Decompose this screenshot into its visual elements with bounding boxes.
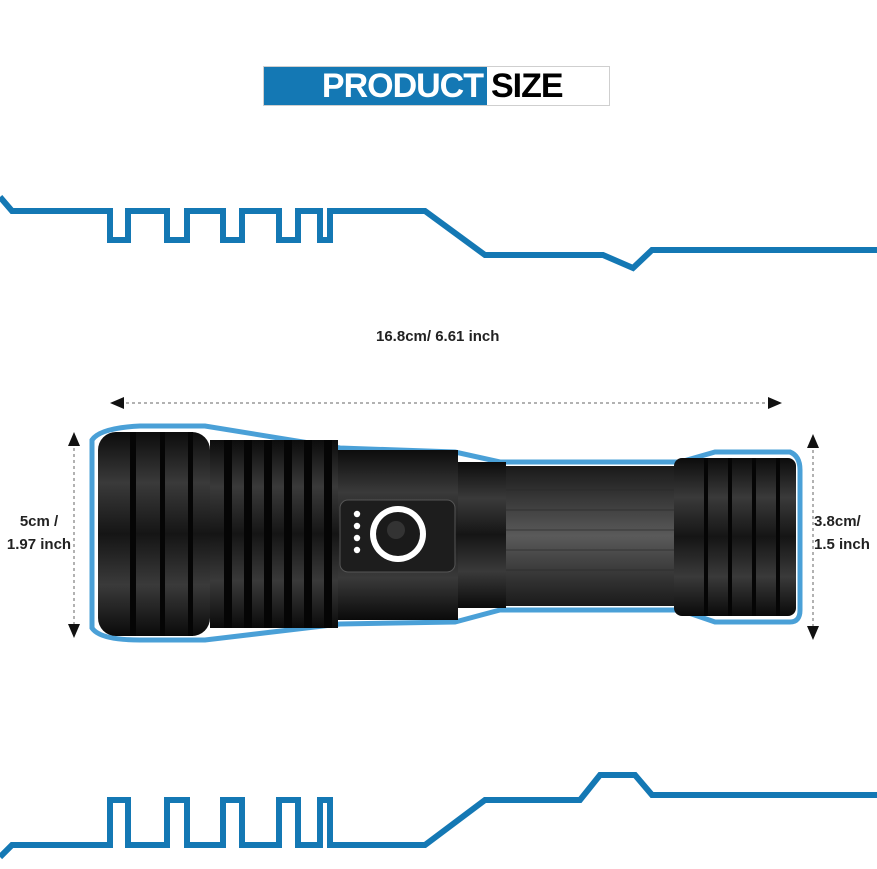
tail-diameter-line1: 3.8cm/	[814, 513, 861, 530]
tail-arrow-bottom-head	[807, 626, 819, 640]
product-size-banner: PRODUCT SIZE	[263, 66, 610, 106]
head-arrow-top-head	[68, 432, 80, 446]
length-arrow-right-head	[768, 397, 782, 409]
battery-indicator-dots	[353, 510, 361, 554]
banner-title-highlight: PRODUCT	[264, 67, 487, 105]
flashlight-head	[98, 432, 210, 636]
bottom-outline-line	[0, 772, 877, 860]
length-text: 16.8cm/ 6.61 inch	[376, 328, 500, 345]
head-diameter-label: 5cm / 1.97 inch	[4, 510, 74, 556]
head-diameter-line2: 1.97 inch	[6, 536, 72, 553]
banner-title-rest: SIZE	[491, 66, 564, 105]
head-arrow-bottom-head	[68, 624, 80, 638]
length-label: 16.8cm/ 6.61 inch	[376, 325, 499, 348]
flashlight-neck	[458, 462, 506, 608]
head-diameter-line1: 5cm /	[19, 513, 59, 530]
flashlight-grip	[506, 466, 674, 606]
tail-diameter-line2: 1.5 inch	[814, 536, 870, 553]
flashlight-glow-outline	[89, 423, 803, 643]
tail-arrow-top-head	[807, 434, 819, 448]
top-outline-line	[0, 195, 877, 272]
length-arrow-left-head	[110, 397, 124, 409]
tail-diameter-label: 3.8cm/ 1.5 inch	[814, 510, 870, 556]
